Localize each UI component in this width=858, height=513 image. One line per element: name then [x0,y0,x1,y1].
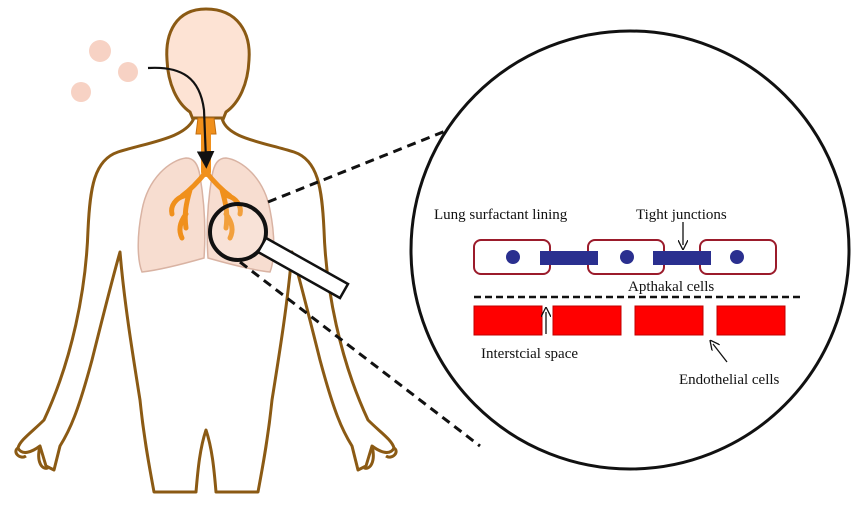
label-epithelial-cells: Apthakal cells [628,279,714,295]
cell-nucleus [730,250,744,264]
endothelial-cell [473,305,543,336]
torso [16,116,396,494]
human-body [14,7,398,494]
epithelial-cell-layer [473,239,777,275]
cell-nucleus [506,250,520,264]
label-interstitial-space: Interstcial space [481,346,578,362]
right-hand [363,445,398,470]
bronchus-left [169,169,209,241]
endothelial-cell [634,305,704,336]
label-surfactant: Lung surfactant lining [434,207,568,223]
label-endothelial-cells: Endothelial cells [679,372,780,388]
larynx [195,117,217,135]
endothelial-cell [552,305,622,336]
inhaled-particle [118,62,138,82]
endothelial-cell-layer [473,305,786,336]
zoom-line-top [267,116,479,204]
magnifier-icon [208,202,350,300]
inhaled-particle [89,40,111,62]
tight-junction [653,251,711,265]
inhaled-particle [71,82,91,102]
zoom-line-bottom [239,260,481,448]
cell-nucleus [620,250,634,264]
head [165,7,251,124]
left-hand [14,445,49,470]
endothelial-arrow [713,344,728,363]
endothelial-cell [716,305,786,336]
tight-junction [540,251,598,265]
bronchus-right [203,169,243,241]
label-tight-junctions: Tight junctions [636,207,727,223]
inhalation-arrow [147,66,215,169]
